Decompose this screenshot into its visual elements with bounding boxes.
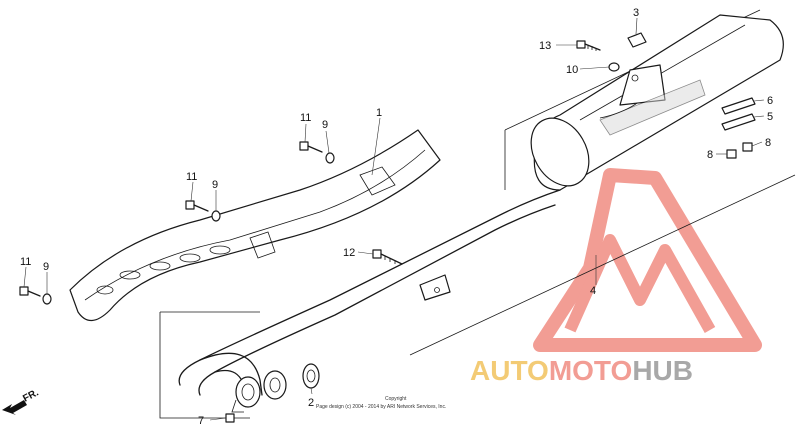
watermark-logo: AUTOMOTOHUB — [470, 168, 762, 386]
exhaust-flange — [231, 370, 287, 413]
callout-9a: 9 — [322, 119, 328, 131]
copyright-notice: Copyright Page design (c) 2004 - 2014 by… — [316, 396, 446, 410]
watermark-auto: AUTO — [470, 355, 549, 386]
muffler — [530, 14, 784, 191]
nut-8b — [742, 142, 753, 152]
callout-6: 6 — [767, 95, 773, 107]
watermark-triangle — [533, 168, 762, 352]
callout-11a: 11 — [300, 112, 311, 124]
callout-4: 4 — [590, 285, 596, 297]
washer-9-mid — [211, 210, 221, 222]
callout-8b: 8 — [765, 137, 771, 149]
washer-9-top — [325, 152, 335, 164]
callout-1: 1 — [376, 107, 382, 119]
front-label: FR. — [21, 387, 41, 404]
watermark-text: AUTOMOTOHUB — [470, 355, 693, 386]
washer-9-low — [42, 293, 52, 305]
callout-11c: 11 — [20, 256, 31, 268]
callout-12: 12 — [343, 247, 355, 259]
callout-2: 2 — [308, 397, 314, 409]
nut-7 — [225, 413, 235, 423]
washer-10 — [608, 62, 620, 72]
copyright-line-2: Page design (c) 2004 - 2014 by ARI Netwo… — [316, 404, 446, 410]
copyright-line-1: Copyright — [385, 396, 407, 402]
callout-5: 5 — [767, 111, 773, 123]
heat-shield — [69, 129, 441, 322]
watermark-hub: HUB — [632, 355, 693, 386]
bolt-11-low — [19, 286, 41, 297]
bolt-13 — [576, 40, 601, 51]
front-direction-indicator: FR. — [2, 387, 41, 415]
front-arrow-icon — [2, 400, 27, 415]
callout-13: 13 — [539, 40, 551, 52]
bolt-12 — [372, 249, 403, 265]
nut-8a — [726, 149, 737, 159]
callout-11b: 11 — [186, 171, 197, 183]
exhaust-gasket — [302, 363, 320, 389]
clip-3 — [627, 32, 647, 48]
bolt-11-mid — [185, 200, 209, 212]
callout-9b: 9 — [212, 179, 218, 191]
watermark-moto: MOTO — [549, 355, 632, 386]
bolt-11-top — [299, 141, 323, 153]
plate-5 — [721, 113, 756, 131]
callout-3: 3 — [633, 7, 639, 19]
callout-10: 10 — [566, 64, 578, 76]
callout-7: 7 — [198, 415, 204, 427]
callout-8a: 8 — [707, 149, 713, 161]
watermark-inner-m — [564, 234, 716, 333]
leader-lines — [23, 17, 765, 421]
callouts: 1 2 3 4 5 6 7 8 8 9 9 9 10 11 11 11 12 1… — [20, 7, 773, 427]
callout-9c: 9 — [43, 261, 49, 273]
plate-6 — [721, 97, 756, 115]
